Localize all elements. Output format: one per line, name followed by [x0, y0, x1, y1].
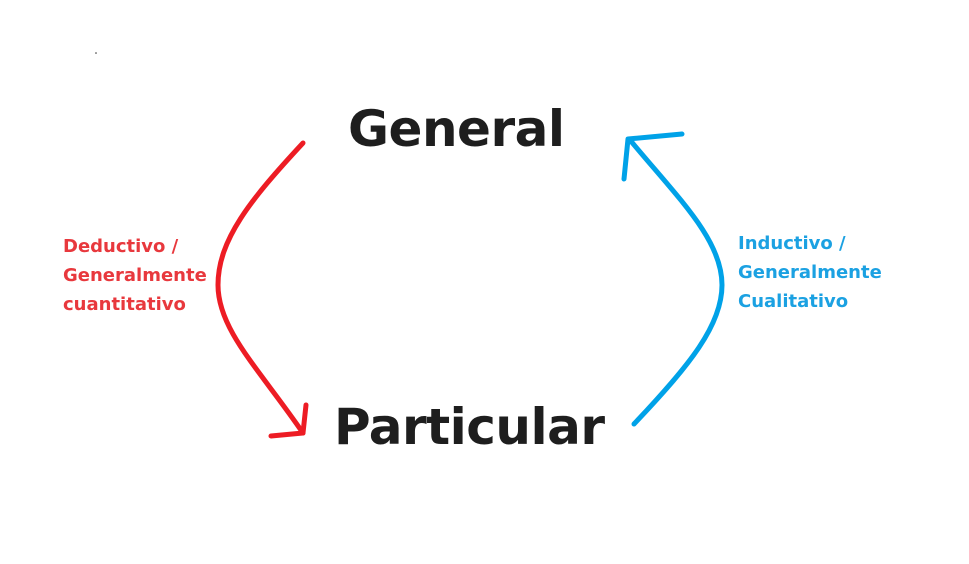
node-particular: Particular	[334, 398, 605, 456]
inductive-label-line: Cualitativo	[738, 291, 849, 312]
node-general: General	[348, 100, 565, 158]
deductive-label-line: Deductivo /	[63, 236, 179, 257]
stray-dot	[95, 52, 97, 54]
inductive-label-line: Inductivo /	[738, 233, 846, 254]
deductive-arrow	[215, 140, 309, 439]
deductive-label-line: cuantitativo	[63, 294, 186, 315]
deductive-label-line: Generalmente	[63, 265, 207, 286]
inductive-label-line: Generalmente	[738, 262, 882, 283]
inductive-arrow	[621, 131, 725, 427]
inductive-label: Inductivo / Generalmente Cualitativo	[738, 229, 882, 316]
deductive-label: Deductivo / Generalmente cuantitativo	[63, 232, 207, 319]
